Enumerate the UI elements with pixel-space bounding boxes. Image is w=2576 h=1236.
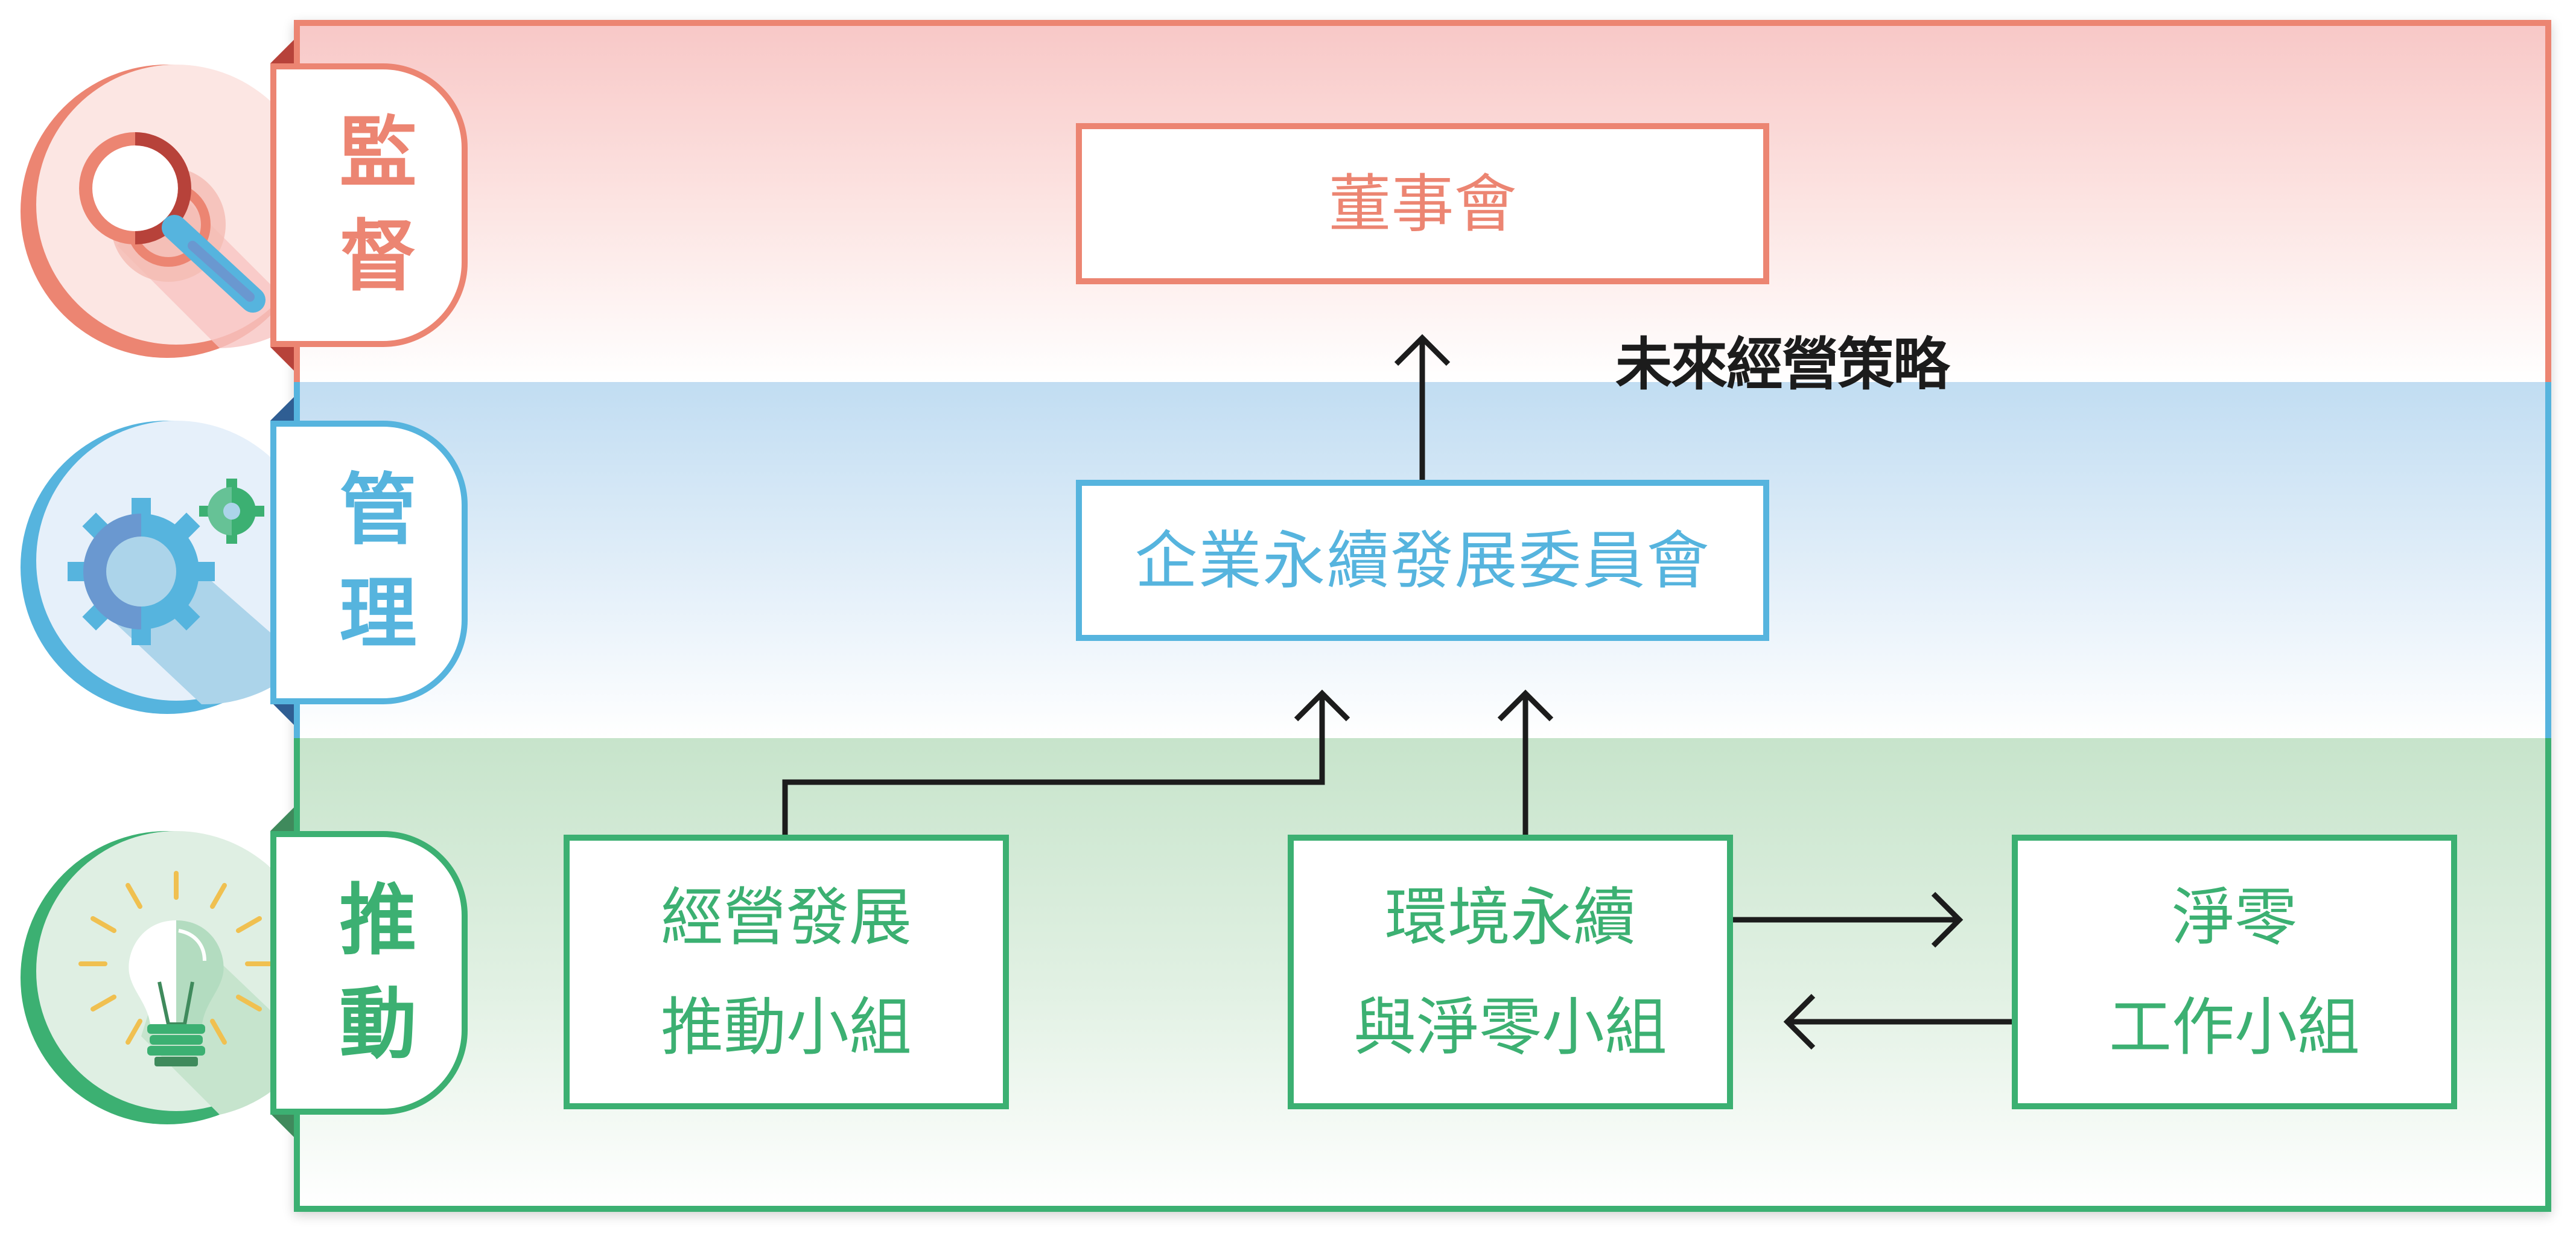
node-line: 與淨零小組: [1353, 990, 1667, 1064]
tier-label-char: 推: [339, 876, 417, 966]
node-line: 經營發展: [660, 880, 912, 954]
node-line: 推動小組: [660, 990, 912, 1064]
tier-tab-promotion: 推 動: [270, 831, 468, 1115]
edge-label-future-strategy: 未來經營策略: [1615, 332, 1950, 398]
node-board: 董事會: [1076, 123, 1769, 284]
fold-management-bottom: [270, 701, 294, 725]
fold-promotion-top: [270, 808, 294, 831]
fold-oversight-bottom: [270, 347, 294, 371]
node-net-zero-working-group: 淨零 工作小組: [2012, 835, 2457, 1109]
tier-label-char: 管: [339, 465, 417, 555]
gears-icon: [21, 421, 314, 714]
fold-management-top: [270, 397, 294, 421]
node-business-dev-group: 經營發展 推動小組: [564, 835, 1009, 1109]
node-board-label: 董事會: [1328, 167, 1517, 241]
node-line: 淨零: [2171, 880, 2297, 954]
fold-oversight-top: [270, 40, 294, 63]
tier-label-char: 動: [339, 980, 417, 1069]
node-committee-label: 企業永續發展委員會: [1134, 523, 1711, 597]
node-line: 環境永續: [1384, 880, 1636, 954]
node-line: 工作小組: [2108, 990, 2360, 1064]
node-env-netzero-group: 環境永續 與淨零小組: [1288, 835, 1733, 1109]
tier-label-char: 督: [339, 212, 417, 302]
fold-promotion-bottom: [270, 1113, 294, 1137]
node-sustainability-committee: 企業永續發展委員會: [1076, 480, 1769, 641]
tier-tab-oversight: 監 督: [270, 63, 468, 347]
tier-label-char: 監: [339, 108, 417, 198]
tier-label-char: 理: [339, 569, 417, 659]
lightbulb-icon: [21, 831, 314, 1124]
tier-tab-management: 管 理: [270, 421, 468, 704]
magnifier-gear-icon: [21, 65, 314, 358]
